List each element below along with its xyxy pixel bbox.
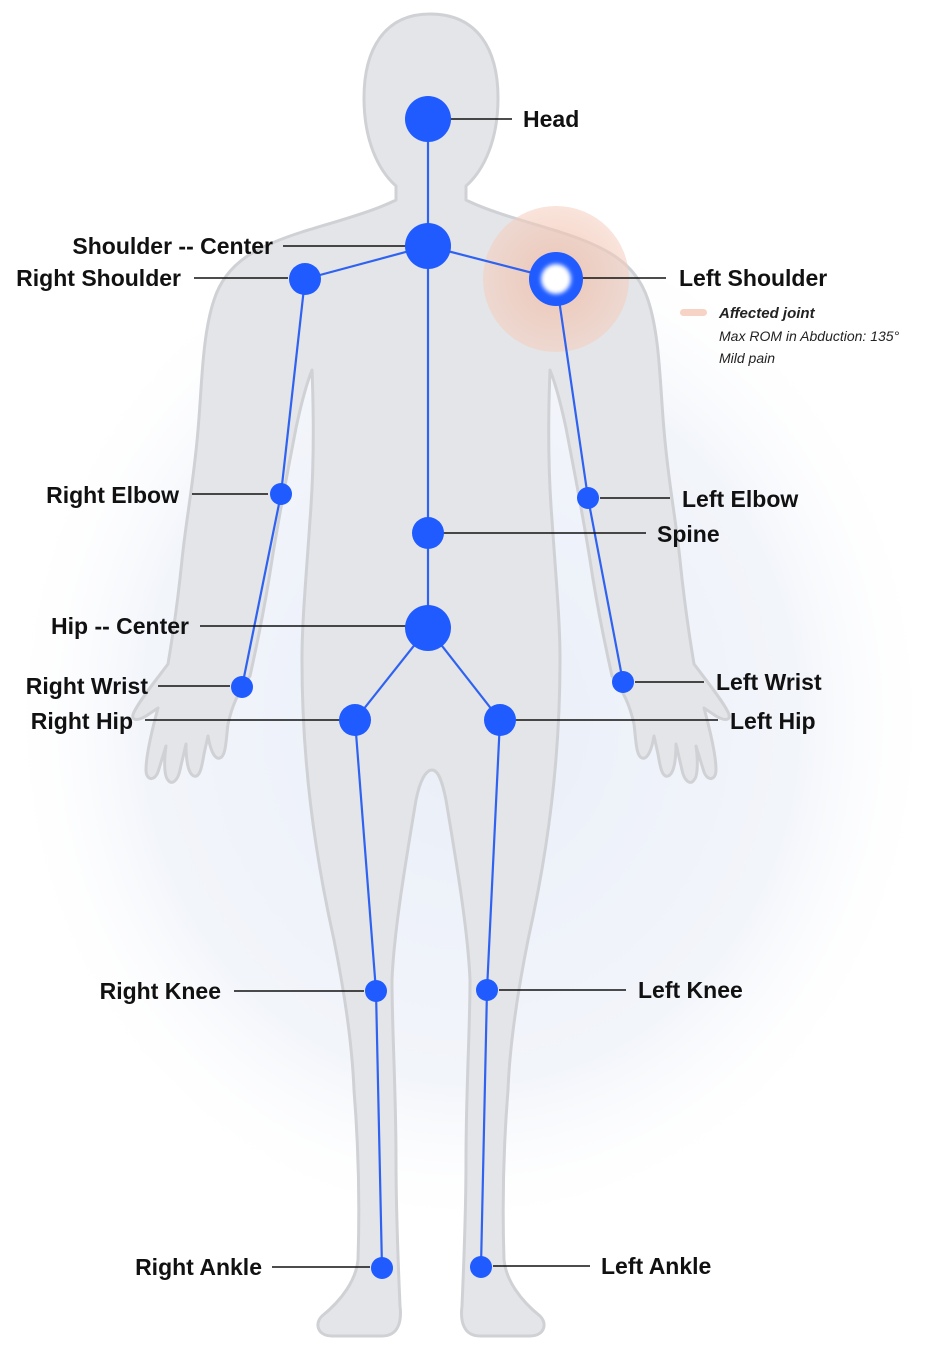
label-left-knee: Left Knee [638, 977, 743, 1003]
affected-detail-rom: Max ROM in Abduction: 135° [719, 328, 900, 344]
joint-right-shoulder[interactable] [289, 263, 321, 295]
label-right-shoulder: Right Shoulder [16, 265, 181, 291]
label-hip-center: Hip -- Center [51, 613, 189, 639]
joint-left-ankle[interactable] [470, 1256, 492, 1278]
affected-legend-swatch [680, 309, 707, 316]
label-left-elbow: Left Elbow [682, 486, 798, 512]
label-left-shoulder: Left Shoulder [679, 265, 827, 291]
label-head: Head [523, 106, 579, 132]
joint-left-knee[interactable] [476, 979, 498, 1001]
label-spine: Spine [657, 521, 720, 547]
joint-right-wrist[interactable] [231, 676, 253, 698]
label-right-elbow: Right Elbow [46, 482, 179, 508]
affected-detail-pain: Mild pain [719, 350, 775, 366]
joint-right-knee[interactable] [365, 980, 387, 1002]
affected-legend-title: Affected joint [718, 305, 816, 322]
label-shoulder-center: Shoulder -- Center [72, 233, 273, 259]
label-right-hip: Right Hip [31, 708, 133, 734]
label-right-ankle: Right Ankle [135, 1254, 262, 1280]
joint-left-elbow[interactable] [577, 487, 599, 509]
joint-left-hip[interactable] [484, 704, 516, 736]
label-left-hip: Left Hip [730, 708, 816, 734]
joint-spine[interactable] [412, 517, 444, 549]
label-right-knee: Right Knee [100, 978, 221, 1004]
joint-right-ankle[interactable] [371, 1257, 393, 1279]
joint-left-wrist[interactable] [612, 671, 634, 693]
joint-hip-center[interactable] [405, 605, 451, 651]
joint-right-hip[interactable] [339, 704, 371, 736]
joint-left-shoulder[interactable] [529, 252, 583, 306]
label-left-ankle: Left Ankle [601, 1253, 711, 1279]
label-right-wrist: Right Wrist [26, 673, 149, 699]
joint-shoulder-center[interactable] [405, 223, 451, 269]
label-left-wrist: Left Wrist [716, 669, 822, 695]
joint-head[interactable] [405, 96, 451, 142]
joint-right-elbow[interactable] [270, 483, 292, 505]
